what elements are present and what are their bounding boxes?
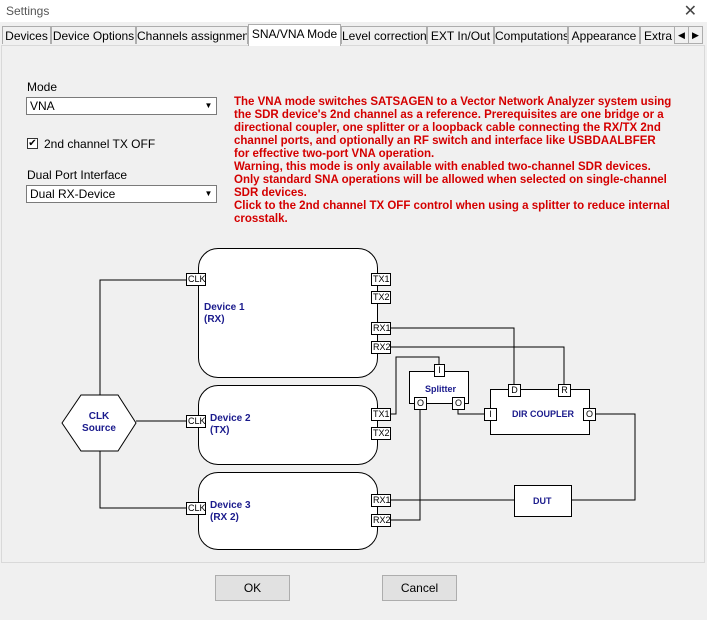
info-line: Only standard SNA operations will be all… [234,174,667,186]
device3-box [198,472,378,550]
info-line: Click to the 2nd channel TX OFF control … [234,200,670,212]
chevron-down-icon: ▼ [200,186,216,202]
tab-devices[interactable]: Devices [2,26,51,44]
device1-label: Device 1 (RX) [204,302,245,325]
cancel-button[interactable]: Cancel [382,575,457,601]
coupler-to-dut-wire [572,413,636,501]
tab-scroll-right-icon[interactable]: ▶ [688,26,703,44]
tab-level-correction[interactable]: Level correction [341,26,427,44]
info-line: the SDR device's 2nd channel as a refere… [234,109,664,121]
tab-appearance[interactable]: Appearance [568,26,640,44]
clk-wire-device3 [99,451,186,509]
window-title: Settings [6,4,50,18]
tab-device-options[interactable]: Device Options [51,26,136,44]
info-line: channel ports, and optionally an RF swit… [234,135,656,147]
info-line: The VNA mode switches SATSAGEN to a Vect… [234,96,672,108]
dir-coupler-box [490,389,590,435]
tab-channels-assignment[interactable]: Channels assignment [136,26,248,44]
device2-box [198,385,378,465]
dut-box [514,485,572,517]
device3-rx2-port: RX2 [371,514,391,527]
mode-select[interactable]: VNA ▼ [26,97,217,115]
dual-port-select-value: Dual RX-Device [30,187,116,201]
tab-strip: Devices Device Options Channels assignme… [0,24,707,46]
rx1-to-d-wire [390,327,515,390]
coupler-r-port: R [558,384,571,397]
device3-clk-port: CLK [186,502,206,515]
tab-computations[interactable]: Computations [494,26,568,44]
dir-coupler-label: DIR COUPLER [512,409,575,419]
close-icon[interactable]: ✕ [683,3,697,20]
tx1-to-splitter-wire [390,356,440,415]
device2-label: Device 2 (TX) [210,413,251,436]
mode-label: Mode [27,80,58,94]
info-line: crosstalk. [234,213,288,225]
device3-rx1-port: RX1 [371,494,391,507]
tab-extra[interactable]: Extra [640,26,676,44]
chevron-down-icon: ▼ [200,98,216,114]
device3-label: Device 3 (RX 2) [210,500,251,523]
device1-tx2-port: TX2 [371,291,391,304]
device1-rx1-port: RX1 [371,322,391,335]
splitter-out2-port: O [452,397,465,410]
clk-wire-device1 [99,279,186,395]
info-line: SDR devices. [234,187,307,199]
vna-info-text: The VNA mode switches SATSAGEN to a Vect… [234,96,704,226]
clk-source-hexagon [61,394,137,452]
coupler-d-port: D [508,384,521,397]
coupler-i-port: I [484,408,497,421]
title-bar: Settings ✕ [0,0,707,22]
splitter-to-rx2-wire [390,407,421,521]
device2-tx2-port: TX2 [371,427,391,440]
tx-off-checkbox[interactable]: ✔ [27,138,38,149]
mode-select-value: VNA [30,99,55,113]
splitter-label: Splitter [425,384,457,394]
rx2-to-r-wire [390,346,565,390]
coupler-o-port: O [583,408,596,421]
clk-source-label: CLK Source [82,411,116,434]
device1-box [198,248,378,378]
device1-clk-port: CLK [186,273,206,286]
tx-off-label: 2nd channel TX OFF [44,137,156,151]
dual-port-label: Dual Port Interface [27,168,128,182]
info-line: directional coupler, one splitter or a l… [234,122,661,134]
device1-tx1-port: TX1 [371,273,391,286]
tab-ext-in-out[interactable]: EXT In/Out [427,26,494,44]
device1-rx2-port: RX2 [371,341,391,354]
dut-label: DUT [533,496,552,506]
device2-clk-port: CLK [186,415,206,428]
info-line: for effective two-port VNA operation. [234,148,435,160]
ok-button[interactable]: OK [215,575,290,601]
dual-port-select[interactable]: Dual RX-Device ▼ [26,185,217,203]
tab-sna-vna-mode[interactable]: SNA/VNA Mode [248,24,341,46]
splitter-out1-port: O [414,397,427,410]
info-line: Warning, this mode is only available wit… [234,161,651,173]
dialog-footer [0,563,707,620]
device2-tx1-port: TX1 [371,408,391,421]
splitter-in-port: I [434,364,445,377]
